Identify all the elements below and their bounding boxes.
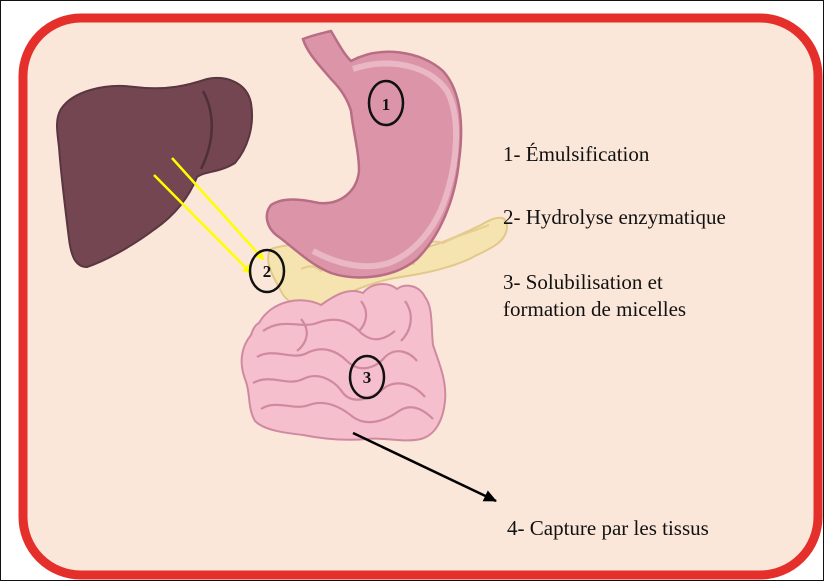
step-label-2: 2- Hydrolyse enzymatique — [503, 204, 726, 231]
step-label-3-line-1: 3- Solubilisation et — [503, 269, 686, 296]
small-intestine-shape — [242, 284, 446, 440]
step-label-2-line: 2- Hydrolyse enzymatique — [503, 204, 726, 231]
step-label-3: 3- Solubilisation et formation de micell… — [503, 269, 686, 323]
step-label-3-line-2: formation de micelles — [503, 296, 686, 323]
step-label-1: 1- Émulsification — [503, 141, 649, 168]
step-label-4: 4- Capture par les tissus — [507, 515, 709, 542]
step-label-4-line: 4- Capture par les tissus — [507, 515, 709, 542]
marker-2-label: 2 — [263, 262, 272, 281]
marker-1-label: 1 — [382, 95, 391, 114]
step-label-1-line: 1- Émulsification — [503, 141, 649, 168]
marker-3-label: 3 — [363, 368, 372, 387]
